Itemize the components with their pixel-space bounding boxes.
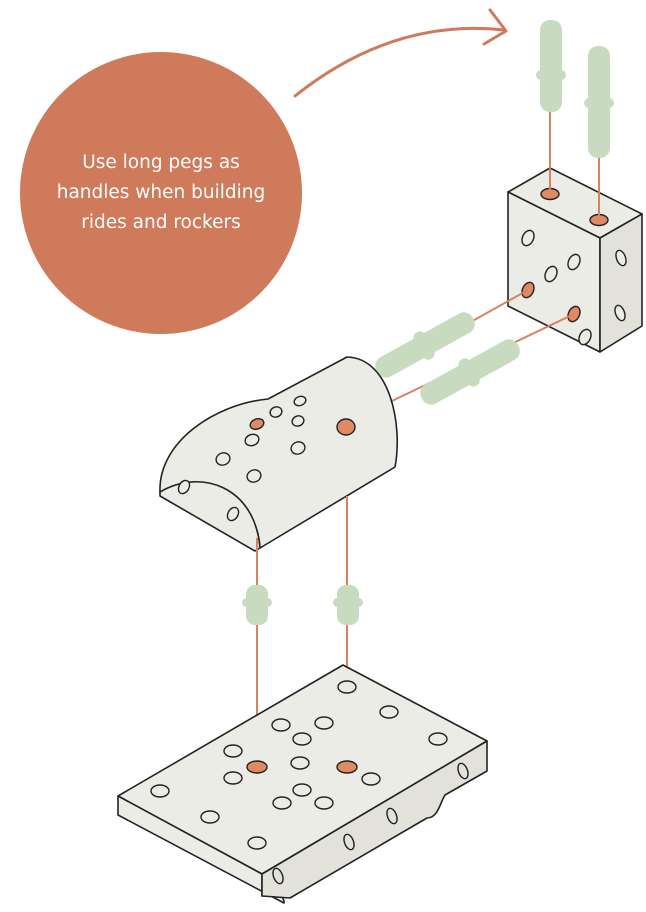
long-peg-diagonal-upper — [375, 312, 475, 378]
pointer-arrow — [293, 8, 508, 98]
cube-block — [507, 167, 643, 353]
long-peg-vertical-left — [536, 20, 566, 112]
short-peg-right — [333, 585, 363, 625]
long-peg-vertical-right — [584, 46, 614, 158]
long-peg-diagonal-lower — [420, 339, 520, 405]
guide-lines-top — [549, 110, 600, 216]
base-plate — [117, 664, 488, 904]
tip-callout-text: Use long pegs as handles when building r… — [56, 152, 266, 233]
tip-callout: Use long pegs as handles when building r… — [20, 52, 302, 334]
base-peg-holes — [246, 760, 358, 774]
arch-peg-holes — [249, 418, 356, 436]
arch-block — [159, 356, 398, 552]
short-peg-left — [242, 585, 272, 625]
